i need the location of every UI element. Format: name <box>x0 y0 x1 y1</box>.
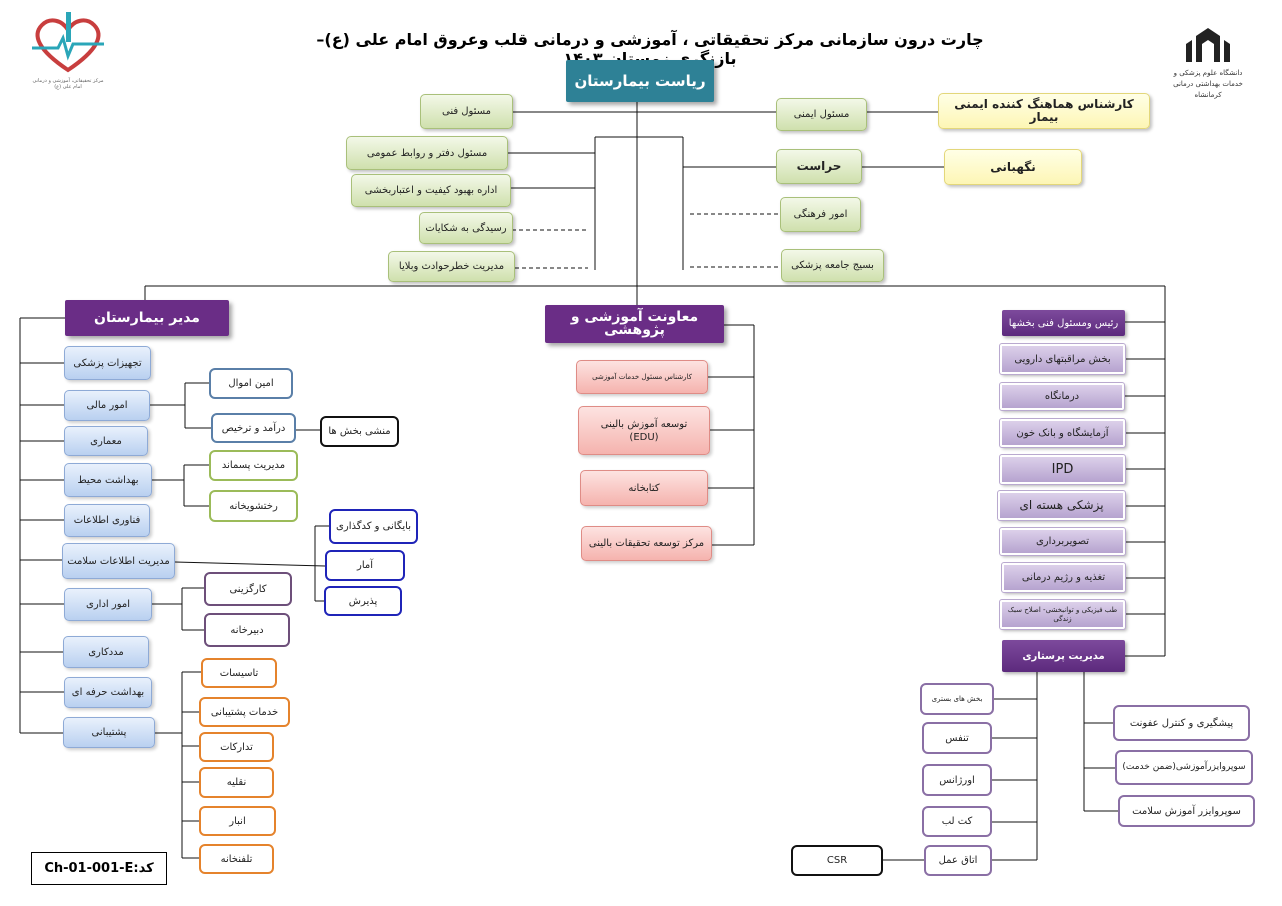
support-services-box[interactable]: خدمات پشتیبانی <box>199 697 290 727</box>
nutrition-box[interactable]: تغذیه و رژیم درمانی <box>1001 562 1126 593</box>
university-logo-caption: دانشگاه علوم پزشکی و خدمات بهداشتی درمان… <box>1173 69 1243 99</box>
security-box[interactable]: حراست <box>776 149 862 184</box>
it-box[interactable]: فناوری اطلاعات <box>64 504 150 537</box>
finance-box[interactable]: امور مالی <box>64 390 150 421</box>
statistics-box[interactable]: آمار <box>325 550 405 581</box>
technical-officer-box[interactable]: مسئول فنی <box>420 94 513 129</box>
operating-room-box[interactable]: اتاق عمل <box>924 845 992 876</box>
pharmaceutical-care-box[interactable]: بخش مراقبتهای دارویی <box>999 343 1126 375</box>
architecture-box[interactable]: معماری <box>64 426 148 456</box>
income-discharge-box[interactable]: درآمد و ترخیص <box>211 413 296 443</box>
inpatient-wards-box[interactable]: بخش های بستری <box>920 683 994 715</box>
csr-box[interactable]: CSR <box>791 845 883 876</box>
educational-supervisor-box[interactable]: سوپروایزرآموزشی(ضمن خدمت) <box>1115 750 1253 785</box>
infection-control-box[interactable]: پیشگیری و کنترل عفونت <box>1113 705 1250 741</box>
ward-secretaries-box[interactable]: منشی بخش ها <box>320 416 399 447</box>
hospital-manager-box[interactable]: مدیر بیمارستان <box>65 300 229 336</box>
heart-logo-icon <box>32 12 104 73</box>
transportation-box[interactable]: نقلیه <box>199 767 274 798</box>
administrative-affairs-box[interactable]: امور اداری <box>64 588 152 621</box>
library-box[interactable]: کتابخانه <box>580 470 708 506</box>
patient-safety-coordinator-box[interactable]: کارشناس هماهنگ کننده ایمنی بیمار <box>938 93 1150 129</box>
admission-box[interactable]: پذیرش <box>324 586 402 616</box>
telephone-center-box[interactable]: تلفنخانه <box>199 844 274 874</box>
department-heads-box[interactable]: رئیس ومسئول فنی بخشها <box>1002 310 1125 336</box>
hospital-president-box[interactable]: ریاست بیمارستان <box>566 60 714 102</box>
educational-services-expert-box[interactable]: کارشناس مسئول خدمات آموزشی <box>576 360 708 394</box>
guard-box[interactable]: نگهبانی <box>944 149 1082 185</box>
warehouse-box[interactable]: انبار <box>199 806 276 836</box>
cultural-affairs-box[interactable]: امور فرهنگی <box>780 197 861 232</box>
archiving-coding-box[interactable]: بایگانی و کدگذاری <box>329 509 418 544</box>
education-research-deputy-box[interactable]: معاونت آموزشی و پژوهشی <box>545 305 724 343</box>
social-work-box[interactable]: مددکاری <box>63 636 149 668</box>
health-education-supervisor-box[interactable]: سوپروایزر آموزش سلامت <box>1118 795 1255 827</box>
safety-officer-box[interactable]: مسئول ایمنی <box>776 98 867 131</box>
complaints-box[interactable]: رسیدگی به شکایات <box>419 212 513 244</box>
clinical-education-development-box[interactable]: توسعه آموزش بالینی (EDU) <box>578 406 710 455</box>
occupational-health-box[interactable]: بهداشت حرفه ای <box>64 677 152 708</box>
cath-lab-box[interactable]: کت لب <box>922 806 992 837</box>
health-information-box[interactable]: مدیریت اطلاعات سلامت <box>62 543 175 579</box>
property-custodian-box[interactable]: امین اموال <box>209 368 293 399</box>
hospital-logo: مرکز تحقیقاتی، آموزشی و درمانی امام علی … <box>28 10 108 94</box>
emergency-box[interactable]: اورژانس <box>922 764 992 796</box>
nursing-management-box[interactable]: مدیریت پرستاری <box>1002 640 1125 672</box>
waste-management-box[interactable]: مدیریت پسماند <box>209 450 298 481</box>
respiratory-box[interactable]: تنفس <box>922 722 992 754</box>
hospital-logo-caption: مرکز تحقیقاتی، آموزشی و درمانی امام علی … <box>32 78 104 90</box>
ipd-box[interactable]: IPD <box>999 454 1126 485</box>
physical-medicine-box[interactable]: طب فیزیکی و توانبخشی- اصلاح سبک زندگی <box>999 599 1126 630</box>
procurement-box[interactable]: تدارکات <box>199 732 274 762</box>
clinic-box[interactable]: درمانگاه <box>999 382 1125 411</box>
laundry-box[interactable]: رختشویخانه <box>209 490 298 522</box>
secretariat-box[interactable]: دبیرخانه <box>204 613 290 647</box>
facilities-box[interactable]: تاسیسات <box>201 658 277 688</box>
university-logo: دانشگاه علوم پزشکی و خدمات بهداشتی درمان… <box>1172 24 1244 114</box>
document-code: کد:Ch-01-001-E <box>31 852 167 885</box>
imaging-box[interactable]: تصویربرداری <box>999 527 1126 556</box>
disaster-management-box[interactable]: مدیریت خطرحوادث وبلایا <box>388 251 515 282</box>
support-box[interactable]: پشتیبانی <box>63 717 155 748</box>
nuclear-medicine-box[interactable]: پزشکی هسته ای <box>997 490 1126 521</box>
clinical-research-center-box[interactable]: مرکز توسعه تحقیقات بالینی <box>581 526 712 561</box>
public-relations-box[interactable]: مسئول دفتر و روابط عمومی <box>346 136 508 170</box>
medical-basij-box[interactable]: بسیج جامعه پزشکی <box>781 249 884 282</box>
medical-equipment-box[interactable]: تجهیزات پزشکی <box>64 346 151 380</box>
university-emblem-icon <box>1186 28 1230 62</box>
personnel-box[interactable]: کارگزینی <box>204 572 292 606</box>
environmental-health-box[interactable]: بهداشت محیط <box>64 463 152 497</box>
lab-blood-bank-box[interactable]: آزمایشگاه و بانک خون <box>999 418 1126 448</box>
quality-improvement-box[interactable]: اداره بهبود کیفیت و اعتباربخشی <box>351 174 511 207</box>
